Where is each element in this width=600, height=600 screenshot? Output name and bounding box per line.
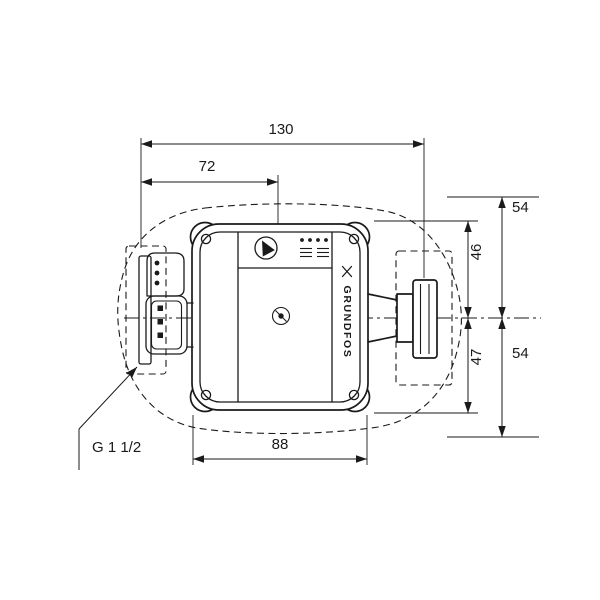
- dimension-center-to-top: 46: [374, 220, 485, 318]
- dimension-label-body-width: 88: [272, 436, 289, 453]
- clearance-outline: [117, 203, 462, 435]
- upper-connector: [146, 252, 185, 297]
- dimension-left-to-center: 72: [141, 158, 279, 224]
- pipe-flange: [367, 279, 438, 359]
- connector-terminals: [157, 305, 163, 338]
- dimension-port-lower: 54: [447, 318, 539, 438]
- dimension-label-center-to-bottom: 47: [468, 349, 485, 366]
- thread-callout: G 1 1/2: [78, 366, 141, 470]
- dimension-label-center-to-top: 46: [468, 244, 485, 261]
- electrical-connector: [138, 252, 194, 365]
- pump-housing-inner: [199, 231, 361, 403]
- pump-body: GRUNDFOS: [189, 221, 371, 413]
- dimension-overall-width: 130: [140, 121, 425, 278]
- shaft-center-mark: [271, 306, 291, 326]
- dimension-body-width: 88: [192, 415, 368, 465]
- vent-plug-icon: [254, 236, 278, 260]
- upper-connector-pins: [154, 260, 160, 286]
- left-clearance-box: [125, 245, 167, 375]
- dimension-label-overall-width: 130: [268, 121, 293, 138]
- flange-plate: [412, 279, 438, 359]
- dimension-label-left-to-center: 72: [199, 158, 216, 175]
- thread-label: G 1 1/2: [92, 439, 141, 456]
- grundfos-logo-icon: [341, 265, 353, 278]
- lower-connector-inner: [150, 300, 183, 350]
- dimension-center-to-bottom: 47: [374, 318, 485, 414]
- lug-holes: [200, 233, 360, 401]
- flange-neck-bottom: [367, 335, 398, 343]
- dimension-label-port-upper: 54: [512, 199, 529, 216]
- brand-text: GRUNDFOS: [341, 286, 353, 359]
- control-box-lines: [237, 231, 333, 403]
- flange-collar: [396, 293, 414, 343]
- display-indicators-icon: [300, 238, 329, 258]
- dimension-label-port-lower: 54: [512, 345, 529, 362]
- thread-leader-line: [78, 366, 138, 430]
- dimension-port-upper: 54: [447, 196, 539, 318]
- flange-neck-top: [367, 293, 398, 301]
- lower-connector: [145, 295, 188, 355]
